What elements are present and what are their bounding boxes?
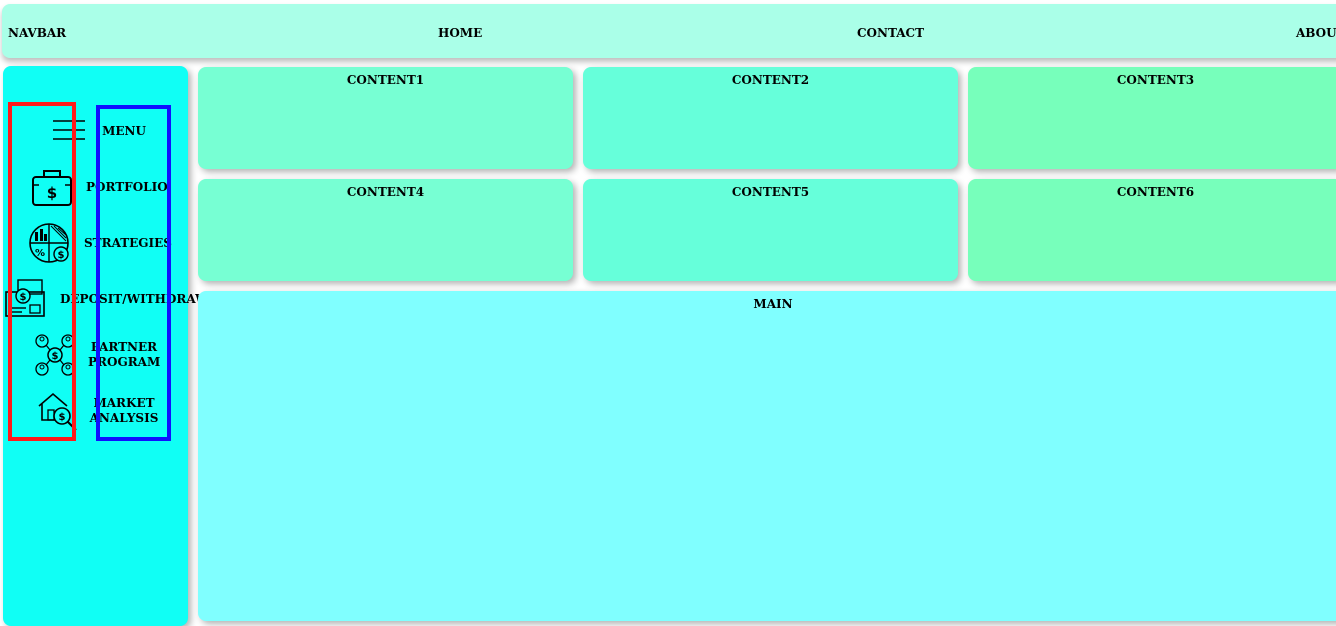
nav-link-contact[interactable]: CONTACT bbox=[857, 26, 925, 40]
nav-link-about[interactable]: ABOUT bbox=[1296, 26, 1336, 40]
cash-deposit-icon[interactable]: $ bbox=[4, 278, 46, 318]
content-card-1[interactable]: CONTENT1 bbox=[198, 67, 573, 169]
content-card-3[interactable]: CONTENT3 bbox=[968, 67, 1336, 169]
svg-text:$: $ bbox=[47, 184, 57, 202]
sidebar-item-partner-program[interactable]: PARTNER PROGRAM bbox=[88, 340, 160, 370]
nav-link-home[interactable]: HOME bbox=[438, 26, 483, 40]
label-column-outline bbox=[96, 105, 171, 441]
sidebar bbox=[3, 66, 188, 626]
content-card-label: CONTENT4 bbox=[346, 185, 425, 199]
content-card-label: CONTENT2 bbox=[731, 73, 810, 87]
house-magnifier-icon[interactable]: $ bbox=[36, 390, 78, 432]
svg-text:$: $ bbox=[52, 351, 59, 362]
main-content: MAIN bbox=[198, 291, 1336, 621]
sidebar-item-label: PROGRAM bbox=[88, 355, 161, 369]
svg-text:$: $ bbox=[20, 292, 27, 303]
content-card-5[interactable]: CONTENT5 bbox=[583, 179, 958, 281]
sidebar-item-portfolio[interactable]: PORTFOLIO bbox=[86, 180, 168, 194]
icon-column-outline bbox=[8, 102, 76, 441]
svg-text:$: $ bbox=[59, 412, 66, 423]
navbar: NAVBAR HOME CONTACT ABOUT bbox=[2, 4, 1336, 58]
content-card-label: CONTENT3 bbox=[1116, 73, 1195, 87]
content-card-2[interactable]: CONTENT2 bbox=[583, 67, 958, 169]
content-card-label: CONTENT5 bbox=[731, 185, 810, 199]
main-label: MAIN bbox=[753, 297, 793, 311]
sidebar-item-market-analysis[interactable]: MARKET ANALYSIS bbox=[88, 396, 160, 426]
svg-text:$: $ bbox=[58, 250, 65, 261]
content-card-label: CONTENT1 bbox=[346, 73, 425, 87]
content-card-4[interactable]: CONTENT4 bbox=[198, 179, 573, 281]
content-card-6[interactable]: CONTENT6 bbox=[968, 179, 1336, 281]
sidebar-item-menu[interactable]: MENU bbox=[102, 124, 146, 138]
sidebar-item-label: ANALYSIS bbox=[89, 411, 159, 425]
content-card-label: CONTENT6 bbox=[1116, 185, 1195, 199]
hamburger-menu-icon[interactable] bbox=[52, 118, 86, 142]
pie-chart-dollar-icon[interactable]: % $ bbox=[28, 222, 72, 264]
navbar-brand: NAVBAR bbox=[8, 26, 67, 40]
sidebar-item-strategies[interactable]: STRATEGIES bbox=[84, 236, 172, 250]
sidebar-item-label: PARTNER bbox=[90, 340, 158, 354]
sidebar-item-label: MARKET bbox=[93, 396, 155, 410]
briefcase-dollar-icon[interactable]: $ bbox=[30, 167, 74, 207]
svg-text:%: % bbox=[35, 248, 45, 259]
